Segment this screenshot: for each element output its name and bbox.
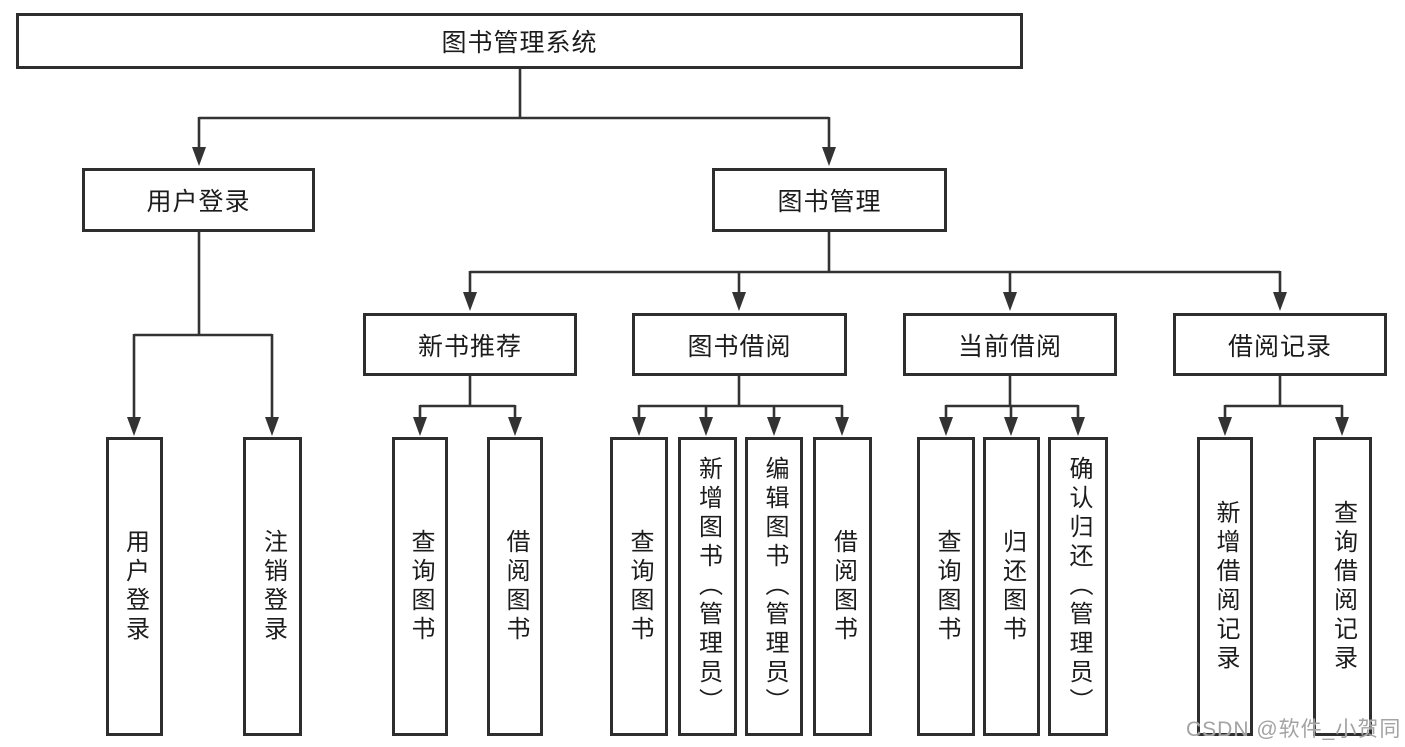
leaf-add-borrow-record: 新增借阅记录: [1197, 437, 1253, 736]
leaf-borrow-books-recommend: 借阅图书: [487, 437, 543, 736]
node-label: 用户登录: [146, 188, 251, 216]
node-label: 查询借阅记录: [1329, 499, 1357, 674]
node-label: 借阅图书: [502, 528, 529, 645]
node-library-management-system: 图书管理系统: [16, 13, 1023, 69]
leaf-return-books: 归还图书: [983, 437, 1040, 736]
node-borrowing-records: 借阅记录: [1173, 313, 1387, 376]
node-label: 新增图书（管理员）: [694, 456, 722, 717]
node-book-borrowing: 图书借阅: [632, 313, 847, 376]
leaf-borrow-books: 借阅图书: [813, 437, 872, 736]
node-label: 归还图书: [998, 528, 1026, 645]
node-new-book-recommendation: 新书推荐: [363, 313, 577, 376]
node-label: 编辑图书（管理员）: [761, 456, 788, 717]
leaf-query-books-recommend: 查询图书: [392, 437, 448, 736]
node-label: 查询图书: [626, 528, 653, 645]
node-label: 图书管理系统: [441, 29, 598, 57]
node-label: 新增借阅记录: [1212, 499, 1239, 674]
node-current-borrowing: 当前借阅: [903, 313, 1117, 376]
leaf-add-books-admin: 新增图书（管理员）: [678, 437, 737, 736]
node-user-login: 用户登录: [82, 168, 315, 232]
node-label: 确认归还（管理员）: [1065, 456, 1092, 717]
node-label: 借阅图书: [829, 528, 857, 645]
node-label: 查询图书: [407, 528, 434, 645]
node-label: 新书推荐: [417, 332, 522, 361]
node-label: 图书借阅: [687, 332, 792, 361]
node-label: 当前借阅: [957, 332, 1062, 361]
leaf-query-books-borrowing: 查询图书: [610, 437, 668, 736]
leaf-logout: 注销登录: [243, 437, 302, 736]
csdn-watermark: CSDN @软件_小贺同学: [1186, 718, 1402, 741]
node-label: 图书管理: [777, 188, 882, 216]
node-book-management: 图书管理: [712, 168, 947, 232]
node-label: 借阅记录: [1227, 332, 1332, 361]
leaf-query-borrow-record: 查询借阅记录: [1313, 437, 1372, 736]
leaf-edit-books-admin: 编辑图书（管理员）: [745, 437, 803, 736]
leaf-user-login: 用户登录: [106, 437, 163, 736]
leaf-confirm-return-admin: 确认归还（管理员）: [1048, 437, 1108, 736]
leaf-query-books-current: 查询图书: [917, 437, 975, 736]
node-label: 注销登录: [259, 528, 287, 645]
node-label: 查询图书: [933, 528, 960, 645]
node-label: 用户登录: [121, 528, 149, 645]
